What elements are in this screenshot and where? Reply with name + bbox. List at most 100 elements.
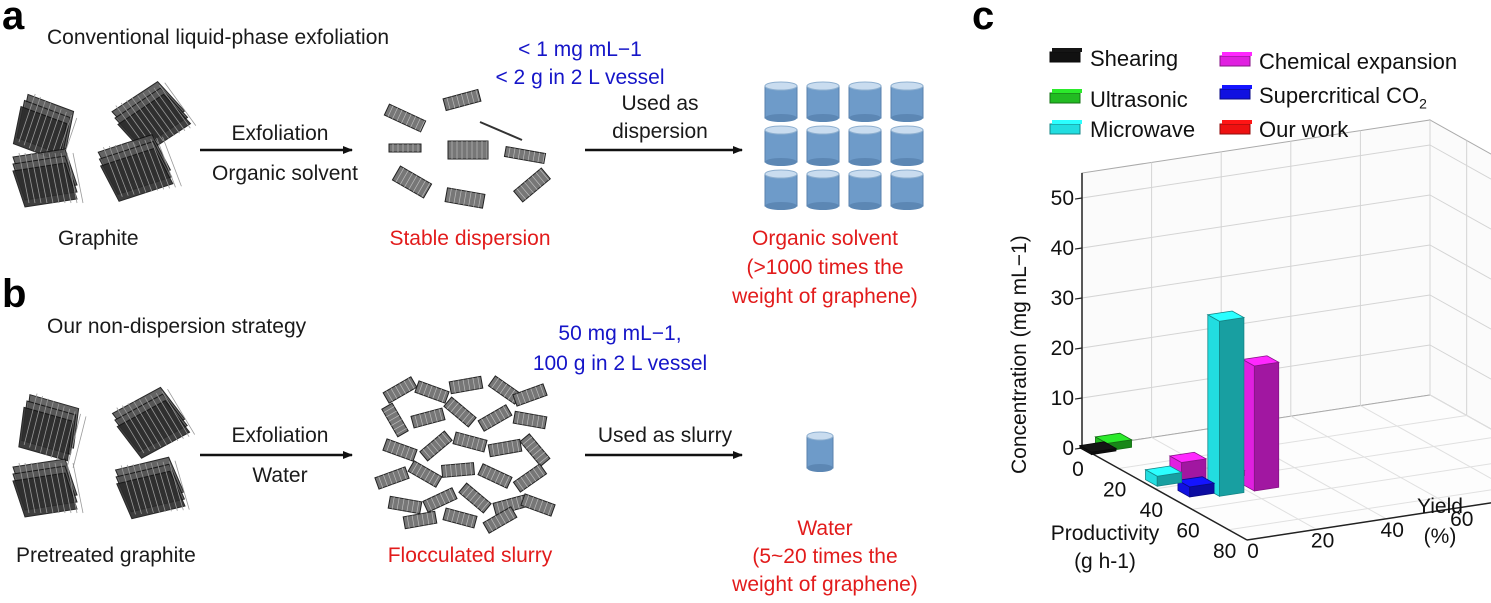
slurry-sheet-4-hatch [539, 384, 545, 397]
slurry-sheet-24-hatch [543, 501, 548, 514]
dispersed-sheet-5 [503, 146, 547, 164]
pretreated-stack-1-hatch [50, 406, 65, 458]
slurry-sheet-4 [512, 383, 548, 407]
slurry-sheet-21-hatch [444, 491, 451, 503]
slurry-sheet-9-body [512, 410, 548, 430]
slurry-sheet-17-hatch [445, 465, 447, 478]
legend-swatch-top-4 [1222, 85, 1252, 89]
slurry-sheet-14-hatch [532, 448, 542, 457]
organic-solvent-label-3: weight of graphene) [732, 285, 918, 308]
graphite-stack-a4-hatch [138, 140, 159, 191]
dispersed-sheet-1 [383, 103, 427, 133]
slurry-sheet-8 [477, 404, 513, 432]
organic-solvent-vial-1-1 [806, 125, 840, 166]
dispersed-sheet-8-hatch [516, 188, 527, 200]
pretreated-stack-3-hatch [48, 462, 60, 514]
slurry-sheet-9-hatch [526, 413, 530, 426]
slurry-sheet-22 [458, 482, 492, 514]
bar-microwave-7-top [1144, 465, 1183, 477]
slurry-sheet-10-hatch [409, 448, 415, 461]
panel-b-arrow2-top: Used as slurry [597, 424, 733, 447]
legend-label-microwave: Microwave [1090, 117, 1196, 142]
pretreated-stack-2-hatch [138, 399, 167, 446]
grid-x-floor [1191, 463, 1491, 510]
x-axis-label-1: Productivity [1050, 522, 1160, 545]
slurry-sheet-11-body [419, 430, 453, 462]
dispersed-sheet-6-hatch [399, 170, 409, 185]
organic-solvent-vial-0-2-top [848, 81, 882, 91]
graphite-stack-a1-hatch [44, 108, 62, 158]
graphite-stack-a3-hatch [30, 152, 42, 204]
slurry-sheet-20-hatch [391, 496, 395, 509]
graphite-stack-a2-hatch [131, 97, 164, 142]
slurry-sheet-6-hatch [419, 413, 424, 426]
slurry-sheet-25-hatch [416, 514, 420, 527]
organic-solvent-vial-1-1-body [806, 129, 840, 163]
legend-swatch-top-5 [1222, 120, 1252, 124]
slurry-sheet-26-body [442, 507, 478, 529]
dispersed-sheet-7-hatch [448, 188, 452, 203]
slurry-sheet-27-hatch [507, 508, 515, 519]
bar-microwave-3-side [1219, 317, 1245, 497]
grid-z-right [1429, 294, 1491, 330]
slurry-sheet-12 [452, 431, 488, 453]
pretreated-stack-2-hatch [155, 393, 184, 439]
slurry-sheet-23-hatch [496, 502, 501, 514]
y-tick-label: 60 [1450, 508, 1473, 531]
organic-solvent-label-2: (>1000 times the [746, 256, 904, 279]
slurry-sheet-25-body [402, 510, 438, 530]
pretreated-stack-2-hatch [161, 390, 190, 437]
graphite-stack-a2-hatch [142, 92, 175, 137]
slurry-sheet-19-hatch [524, 474, 533, 485]
slurry-sheet-20-hatch [396, 497, 400, 510]
slurry-sheet-19-hatch [532, 468, 541, 479]
graphite-stack-a4-hatch [103, 147, 123, 197]
organic-solvent-vial-0-2-base [849, 114, 881, 122]
slurry-sheet-16-hatch [419, 467, 427, 479]
pretreated-stack-4-hatch [138, 463, 154, 513]
pretreated-stack-1-hatch [23, 393, 38, 446]
graphite-stack-a3-hatch [66, 152, 78, 204]
graphite-stack-a4-hatch [108, 146, 129, 196]
organic-solvent-vial-0-0-top [764, 81, 798, 91]
legend-swatch-top-2 [1052, 120, 1082, 124]
slurry-sheet-14-hatch [528, 444, 539, 453]
organic-solvent-vial-1-2-base [849, 158, 881, 166]
slurry-sheet-2-hatch [472, 377, 476, 390]
grid-y-floor [1290, 415, 1457, 509]
pretreated-stack-3-hatch [42, 462, 54, 514]
slurry-sheet-26-hatch [465, 514, 470, 526]
slurry-sheet-21-hatch [426, 499, 432, 511]
slurry-sheet-16-hatch [411, 462, 418, 474]
organic-solvent-vial-1-1-top [806, 125, 840, 135]
pretreated-stack-4-hatch [126, 464, 142, 514]
slurry-sheet-24-hatch [547, 503, 553, 516]
pretreated-stack-3-hatch [72, 462, 84, 514]
slurry-sheet-0-hatch [407, 378, 415, 389]
slurry-sheet-15 [374, 466, 410, 490]
dispersed-sheet-5-hatch [532, 151, 536, 162]
dispersed-sheet-5-hatch [522, 149, 526, 160]
slurry-sheet-5-hatch [383, 406, 395, 413]
dispersed-sheet-8-hatch [527, 178, 538, 190]
slurry-sheet-2-body [448, 375, 484, 395]
slurry-sheet-14-hatch [525, 440, 536, 449]
slurry-sheet-10-hatch [391, 441, 396, 454]
slurry-sheet-6-body [410, 407, 446, 429]
slurry-sheet-5-hatch [391, 419, 402, 426]
slurry-sheet-12-hatch [480, 439, 485, 452]
pretreated-stack-4-hatch [168, 461, 184, 511]
graphite-stack-a2-hatch [153, 87, 186, 131]
slurry-sheet-14-hatch [535, 452, 545, 461]
legend-label-supercritical: Supercritical CO2 [1259, 83, 1427, 112]
dispersed-sheet-5-hatch [527, 150, 531, 161]
slurry-sheet-25-hatch [406, 516, 410, 529]
dispersed-sheet-8-hatch [539, 169, 550, 181]
pretreated-stack-4 [114, 456, 190, 520]
slurry-sheet-9-hatch [516, 411, 520, 424]
graphite-stack-a4-hatch [162, 136, 182, 187]
slurry-sheet-20-hatch [401, 498, 405, 511]
slurry-sheet-4-body [512, 383, 548, 407]
graphite-stack-a1-hatch [23, 96, 41, 146]
organic-solvent-vial-0-1-body [806, 85, 840, 119]
